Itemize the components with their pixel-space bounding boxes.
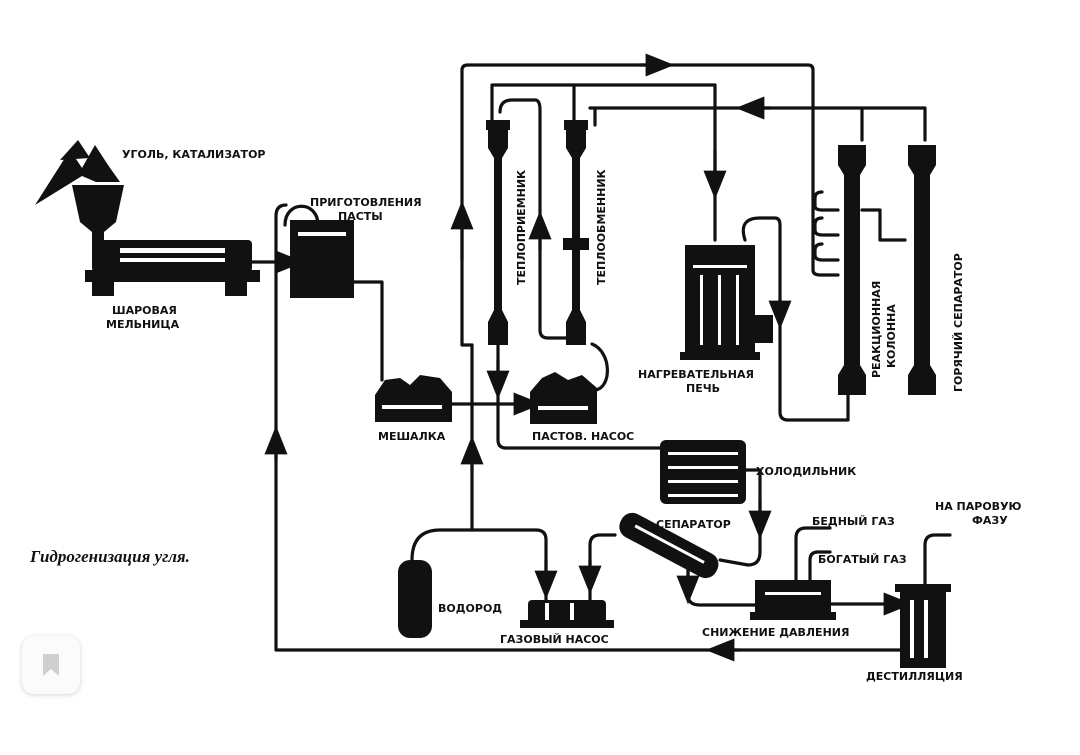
paste-tank-icon	[290, 220, 354, 298]
label-coal-catalyst: УГОЛЬ, КАТАЛИЗАТОР	[122, 148, 265, 161]
label-lean-gas: БЕДНЫЙ ГАЗ	[812, 515, 895, 528]
bookmark-button[interactable]	[22, 636, 80, 694]
label-furnace-2: ПЕЧЬ	[686, 382, 720, 395]
label-reaction-column-2: КОЛОННА	[885, 304, 898, 368]
heating-furnace-icon	[680, 245, 773, 360]
label-cooler: ХОЛОДИЛЬНИК	[756, 465, 856, 478]
label-gas-pump: ГАЗОВЫЙ НАСОС	[500, 633, 609, 646]
hydrogen-tank-icon	[398, 560, 432, 638]
label-to-vapor-phase-1: НА ПАРОВУЮ	[935, 500, 1022, 513]
label-rich-gas: БОГАТЫЙ ГАЗ	[818, 553, 907, 566]
labels: УГОЛЬ, КАТАЛИЗАТОР ПРИГОТОВЛЕНИЯ ПАСТЫ Ш…	[29, 148, 1022, 683]
label-paste-prep-1: ПРИГОТОВЛЕНИЯ	[310, 196, 422, 209]
label-separator: СЕПАРАТОР	[656, 518, 731, 531]
pressure-reduction-icon	[750, 580, 836, 620]
heat-exchanger-column-icon	[563, 120, 589, 345]
mixer-icon	[375, 375, 452, 422]
coal-pile-icon	[35, 140, 120, 205]
distillation-column-icon	[895, 584, 951, 668]
diagram-caption: Гидрогенизация угля.	[29, 547, 190, 566]
bookmark-icon	[43, 654, 59, 676]
label-furnace-1: НАГРЕВАТЕЛЬНАЯ	[638, 368, 754, 381]
label-pressure-reduction: СНИЖЕНИЕ ДАВЛЕНИЯ	[702, 626, 849, 639]
label-mixer: МЕШАЛКА	[378, 430, 446, 443]
hopper-icon	[72, 185, 124, 250]
gas-pump-icon	[520, 600, 614, 628]
label-hot-separator: ГОРЯЧИЙ СЕПАРАТОР	[952, 253, 965, 392]
cooler-icon	[660, 440, 746, 504]
label-paste-pump: ПАСТОВ. НАСОС	[532, 430, 634, 443]
label-ball-mill-2: МЕЛЬНИЦА	[106, 318, 180, 331]
label-heat-exchanger: ТЕПЛООБМЕННИК	[595, 169, 608, 285]
paste-pump-icon	[530, 372, 597, 424]
ball-mill-icon	[85, 240, 260, 296]
heat-receiver-column-icon	[486, 120, 510, 345]
separator-icon	[619, 512, 719, 579]
label-heat-receiver: ТЕПЛОПРИЕМНИК	[515, 170, 528, 285]
reaction-column-icon	[838, 145, 866, 395]
label-ball-mill-1: ШАРОВАЯ	[112, 304, 177, 317]
label-reaction-column-1: РЕАКЦИОННАЯ	[870, 281, 883, 378]
label-paste-prep-2: ПАСТЫ	[338, 210, 383, 223]
equipment	[35, 120, 951, 668]
pipes	[248, 53, 952, 662]
label-hydrogen: ВОДОРОД	[438, 602, 502, 615]
label-to-vapor-phase-2: ФАЗУ	[972, 514, 1008, 527]
label-distillation: ДЕСТИЛЛЯЦИЯ	[866, 670, 963, 683]
hot-separator-column-icon	[908, 145, 936, 395]
